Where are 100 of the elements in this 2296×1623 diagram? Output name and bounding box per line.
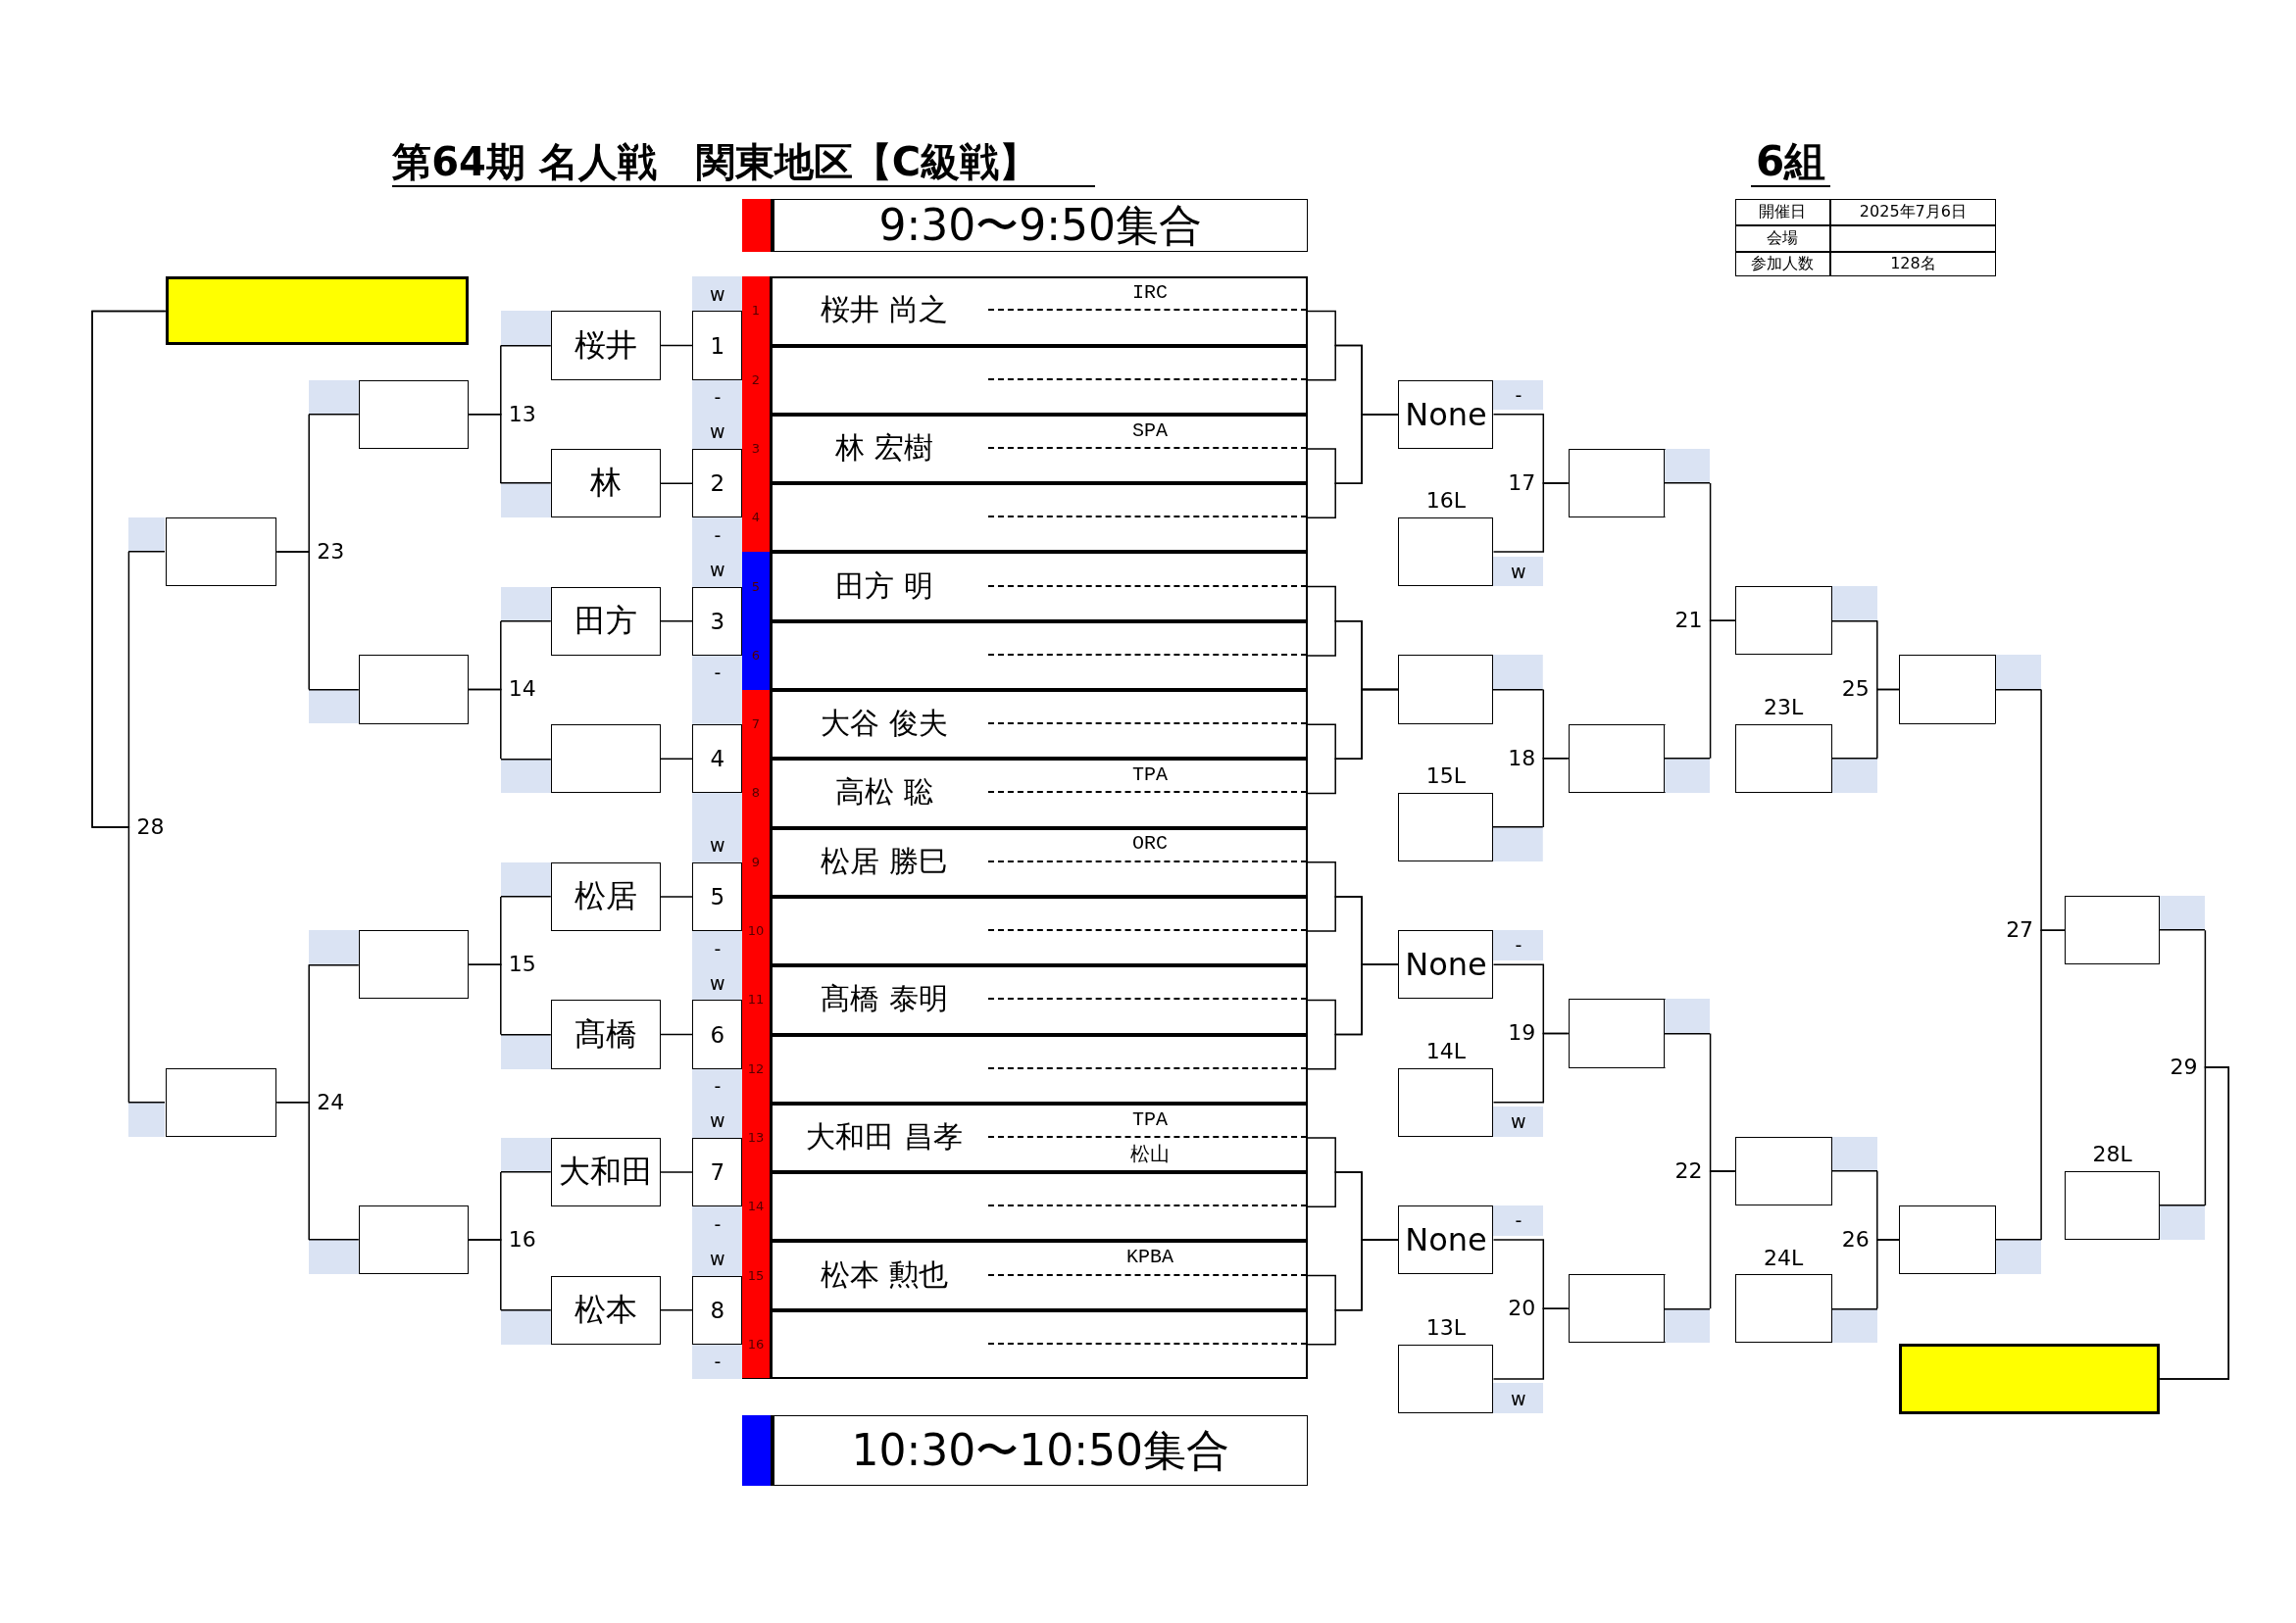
bracket-line — [659, 344, 694, 347]
player-row — [742, 896, 1308, 966]
player-row — [742, 1309, 1308, 1379]
seat-number: 3 — [741, 414, 774, 483]
bracket-box — [1734, 1136, 1877, 1205]
bracket-box — [1568, 1274, 1711, 1344]
player-row — [742, 827, 1308, 897]
seat-number: 14 — [741, 1171, 774, 1241]
affiliation: TPA — [1131, 1107, 1169, 1133]
match-number-cell: 2 — [692, 449, 743, 518]
bracket-line — [468, 688, 502, 761]
bracket-line — [1307, 413, 1400, 519]
bracket-box — [309, 930, 469, 1000]
name-box: 大和田 — [500, 1138, 661, 1207]
bracket-box — [309, 1205, 469, 1275]
bracket-line — [1492, 1032, 1570, 1104]
bracket-line — [1492, 482, 1570, 553]
player-name: 松居 勝巳 — [820, 842, 949, 880]
seat-number: 4 — [741, 482, 774, 552]
result-cell: - — [692, 379, 743, 415]
player-row — [742, 552, 1308, 621]
player-name: 髙橋 泰明 — [820, 980, 949, 1018]
loser-label: 16L — [1424, 487, 1468, 516]
bracket-box — [2065, 896, 2206, 965]
seat-number: 10 — [741, 896, 774, 965]
bracket-box — [1398, 792, 1544, 861]
player-name: 松本 勲也 — [820, 1255, 949, 1294]
result-cell: w — [1493, 1383, 1544, 1414]
loser-label: 13L — [1424, 1314, 1468, 1343]
bracket-box — [1568, 448, 1711, 517]
group-heading: 6組 — [1751, 137, 1830, 188]
result-cell: w — [692, 1103, 743, 1138]
bracket-line — [659, 482, 694, 484]
bracket-line — [1307, 1239, 1400, 1346]
bracket-line — [1307, 688, 1400, 795]
result-cell: w — [692, 414, 743, 450]
name-box: 松本 — [500, 1275, 661, 1345]
player-row — [742, 276, 1308, 346]
result-cell: - — [1493, 1205, 1544, 1236]
player-row — [742, 1034, 1308, 1104]
seat-number: 15 — [741, 1240, 774, 1310]
table-value: 128名 — [1830, 251, 1996, 277]
winner-box — [165, 276, 469, 346]
result-cell: w — [692, 552, 743, 587]
result-cell: w — [692, 1241, 743, 1276]
result-cell: w — [692, 827, 743, 862]
player-row — [742, 965, 1308, 1035]
bracket-line — [468, 413, 502, 484]
match-number-cell: 4 — [692, 724, 743, 794]
bracket-line — [2040, 929, 2066, 1241]
seat-number: 1 — [741, 275, 774, 346]
name-box: 髙橋 — [500, 1000, 661, 1069]
bracket-line — [468, 963, 502, 1036]
name-box: None — [1398, 379, 1494, 449]
bracket-box — [1899, 655, 2042, 724]
seat-number: 8 — [741, 758, 774, 828]
player-name: 桜井 尚之 — [820, 291, 949, 329]
seat-number: 9 — [741, 827, 774, 897]
bracket-box — [309, 655, 469, 724]
player-row — [742, 1103, 1308, 1173]
result-cell: - — [692, 1344, 743, 1379]
name-box — [500, 724, 661, 794]
bracket-line — [659, 1171, 694, 1173]
bracket-line — [659, 896, 694, 898]
match-number-cell: 7 — [692, 1138, 743, 1207]
player-row — [742, 1172, 1308, 1242]
seat-number: 12 — [741, 1034, 774, 1104]
result-cell: - — [1493, 379, 1544, 411]
result-cell: w — [692, 965, 743, 1001]
loser-label: 24L — [1763, 1244, 1805, 1272]
affiliation: KPBA — [1125, 1245, 1174, 1271]
name-box — [1398, 655, 1544, 724]
table-value: 2025年7月6日 — [1830, 199, 1996, 225]
seat-number: 11 — [741, 964, 774, 1034]
bracket-line — [1542, 757, 1570, 828]
match-number-cell: 8 — [692, 1275, 743, 1345]
bracket-line — [468, 1239, 502, 1311]
bracket-box — [1398, 1067, 1494, 1137]
name-box: 松居 — [500, 861, 661, 931]
assembly-time: 9:30〜9:50集合 — [773, 199, 1308, 252]
bracket-box — [128, 1067, 277, 1137]
assembly-time: 10:30〜10:50集合 — [773, 1415, 1308, 1486]
bracket-box — [309, 379, 469, 449]
seat-number: 7 — [741, 689, 774, 759]
name-box: None — [1398, 930, 1494, 1000]
result-cell: w — [1493, 1107, 1544, 1137]
player-row — [742, 483, 1308, 553]
match-number-cell: 1 — [692, 311, 743, 380]
bracket-box — [1568, 723, 1711, 793]
player-row — [742, 620, 1308, 691]
affiliation: IRC — [1131, 280, 1169, 307]
affiliation: TPA — [1131, 762, 1169, 789]
result-cell: - — [692, 1068, 743, 1104]
seat-number: 6 — [741, 620, 774, 690]
player-name: 林 宏樹 — [834, 429, 934, 467]
result-cell: - — [692, 655, 743, 691]
player-name: 田方 明 — [834, 566, 934, 605]
winner-box — [1899, 1344, 2161, 1414]
bracket-box — [1398, 517, 1494, 587]
title: 第64期 名人戦 関東地区【C級戦】 — [392, 137, 1096, 188]
